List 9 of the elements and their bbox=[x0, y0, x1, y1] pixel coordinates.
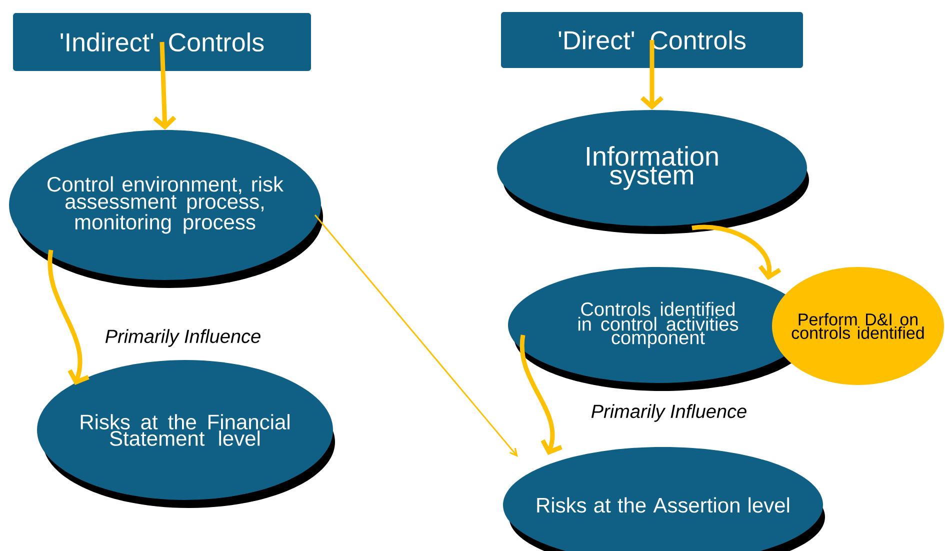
arrow bbox=[48, 250, 90, 385]
influence-label: Primarily Influence bbox=[591, 404, 746, 422]
arrow bbox=[520, 334, 562, 455]
title-box: 'Direct' Controls bbox=[501, 12, 803, 68]
arrow bbox=[640, 40, 664, 110]
arrow bbox=[153, 42, 176, 130]
influence-label: Primarily Influence bbox=[105, 329, 260, 347]
title-box: 'Indirect' Controls bbox=[13, 13, 311, 71]
arrow bbox=[314, 214, 518, 457]
